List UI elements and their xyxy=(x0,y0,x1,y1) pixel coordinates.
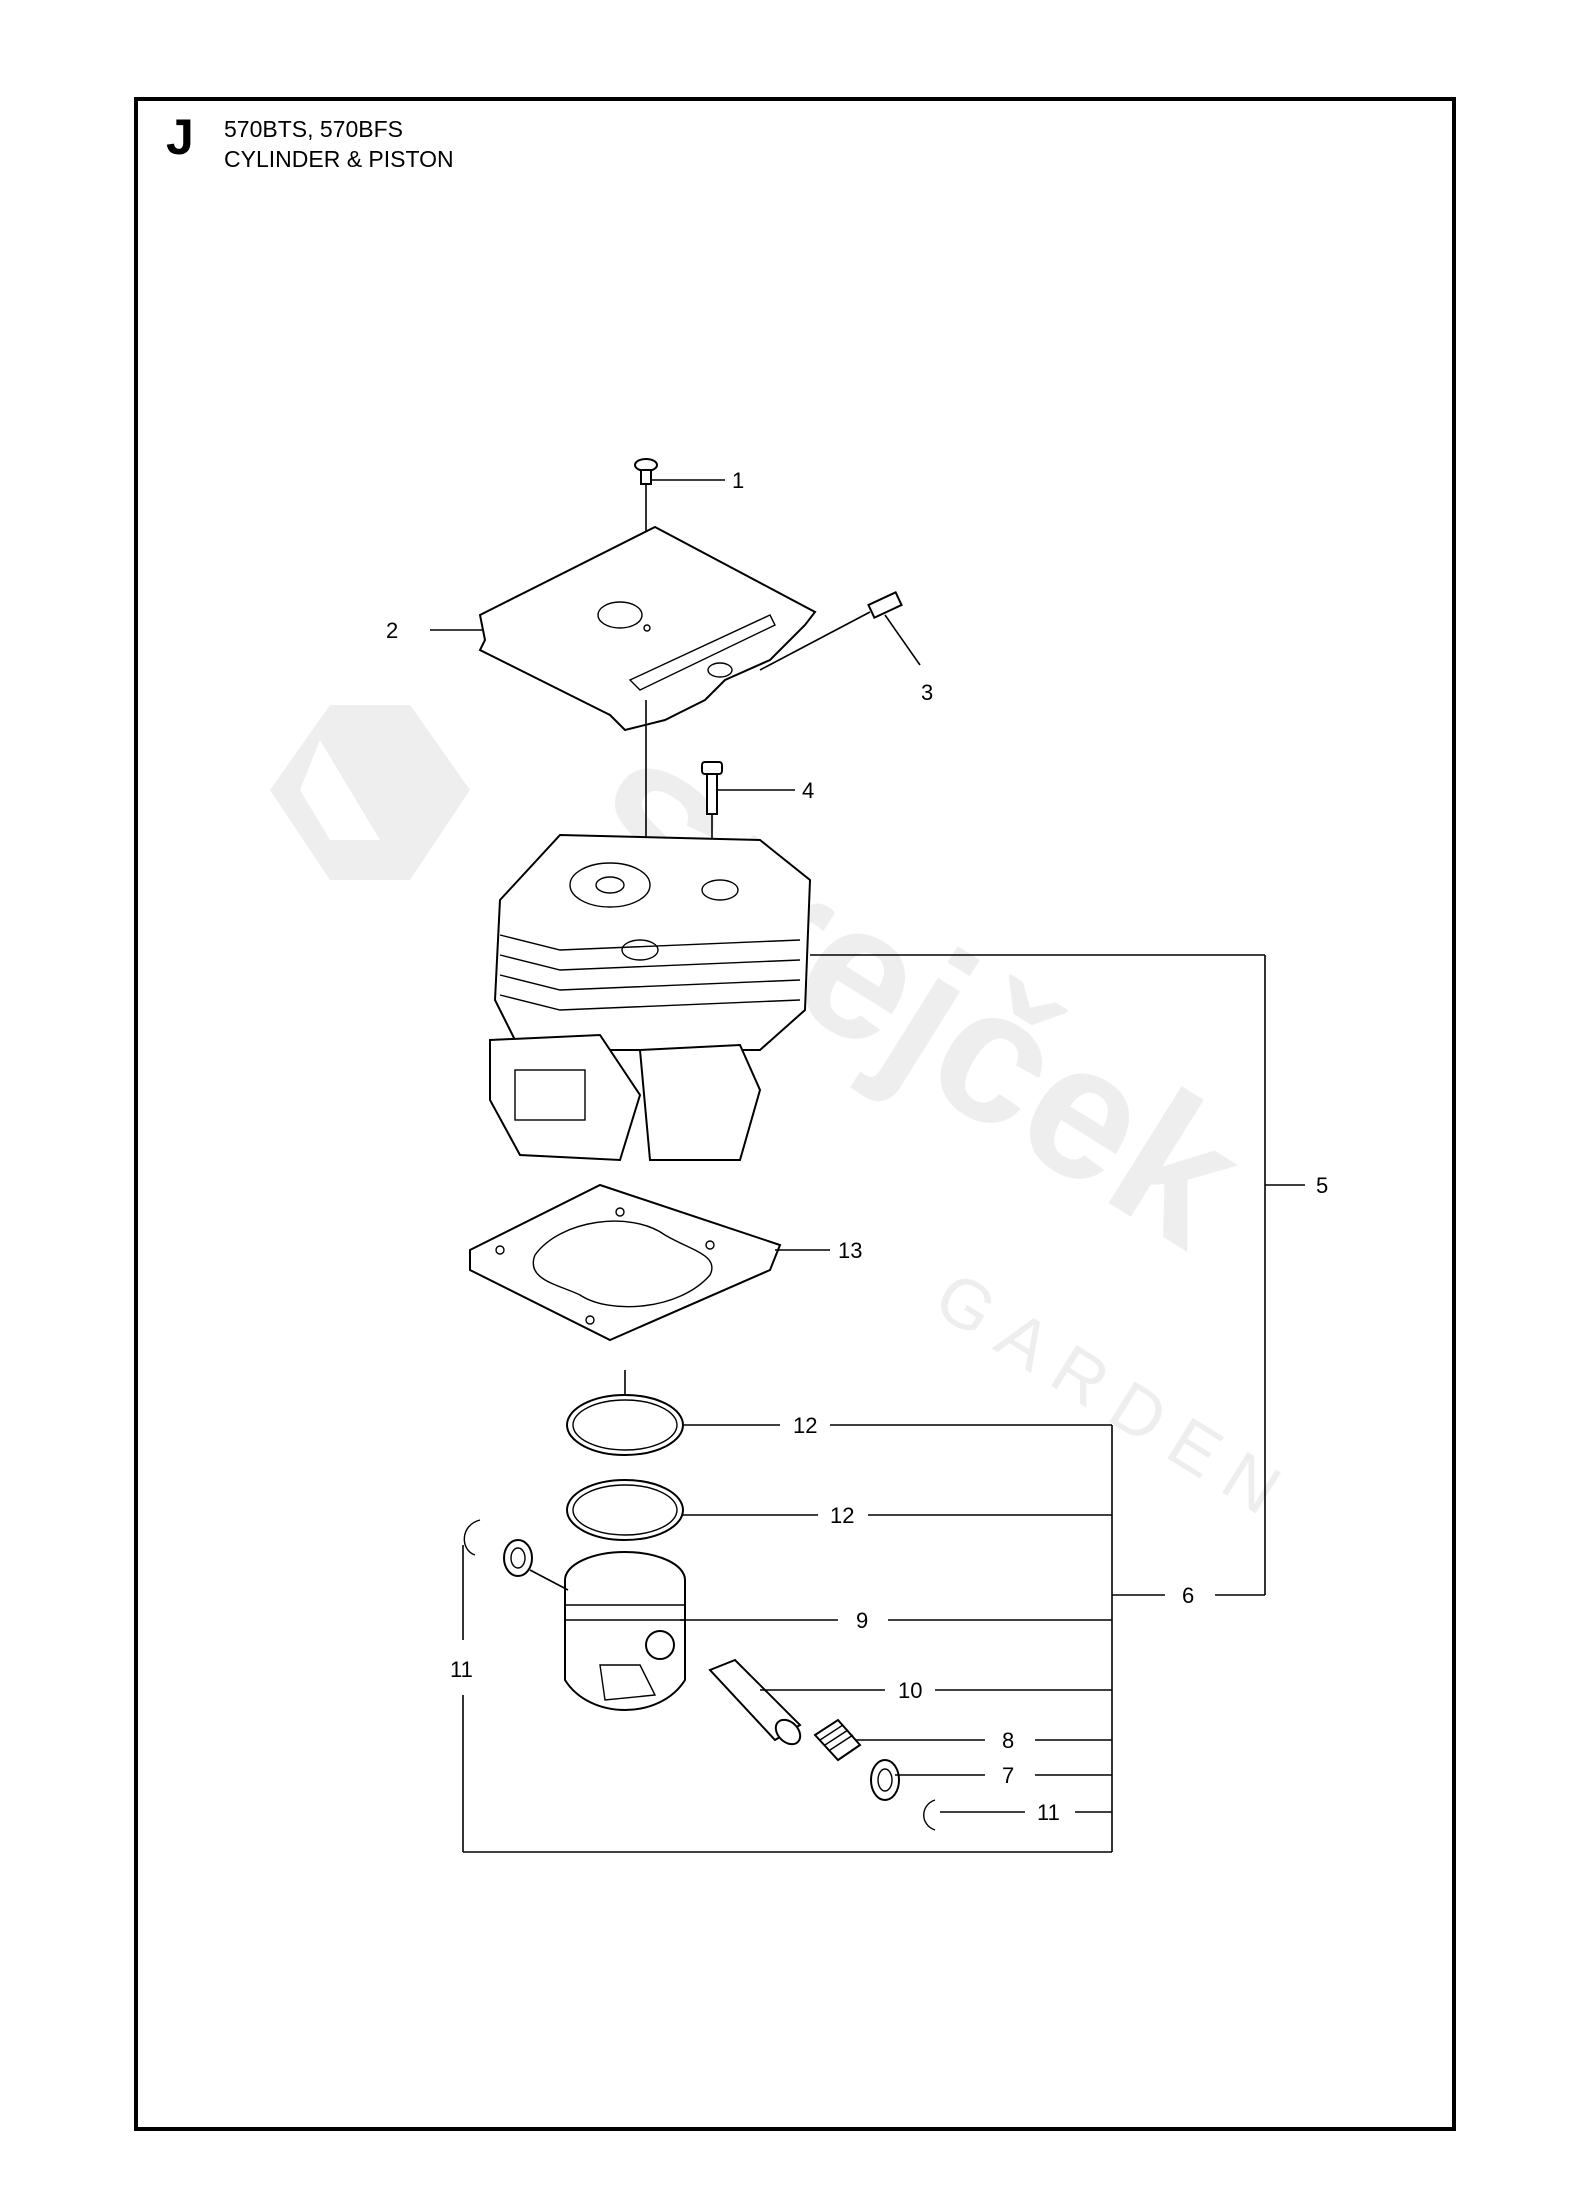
callout-11b: 11 xyxy=(1037,1800,1060,1825)
part-7-washer xyxy=(870,1759,1112,1801)
part-2-plate xyxy=(430,525,817,900)
callout-13: 13 xyxy=(838,1238,862,1263)
callout-11a: 11 xyxy=(450,1657,473,1682)
model-list: 570BTS, 570BFS xyxy=(224,116,403,142)
callout-4: 4 xyxy=(802,778,814,803)
section-letter: J xyxy=(166,109,194,165)
callout-12a: 12 xyxy=(793,1413,817,1438)
part-12-rings xyxy=(566,1370,1112,1541)
part-8-bearing xyxy=(813,1718,1112,1762)
watermark-sub: GARDEN xyxy=(922,1257,1309,1539)
page-title: CYLINDER & PISTON xyxy=(224,146,454,172)
callout-10: 10 xyxy=(898,1678,922,1703)
callout-5: 5 xyxy=(1316,1173,1328,1198)
callout-3: 3 xyxy=(921,680,933,705)
part-5-cylinder xyxy=(489,833,1265,1162)
watermark: Strejček GARDEN xyxy=(270,705,1309,1539)
callout-12b: 12 xyxy=(830,1503,854,1528)
watermark-logo-icon xyxy=(270,705,470,880)
part-10-pin xyxy=(708,1658,1112,1746)
callout-7: 7 xyxy=(1002,1763,1014,1788)
callout-6: 6 xyxy=(1182,1583,1194,1608)
callout-1: 1 xyxy=(732,468,744,493)
assembly-brackets xyxy=(1111,955,1305,1852)
part-9-piston xyxy=(564,1551,1112,1711)
callout-2: 2 xyxy=(386,618,398,643)
part-11-right-circlip xyxy=(923,1799,1112,1831)
part-3-clip xyxy=(759,590,921,671)
part-11-left-circlip xyxy=(462,1519,1112,1853)
page-frame xyxy=(134,97,1456,2131)
part-13-gasket xyxy=(469,1183,830,1342)
callout-9: 9 xyxy=(856,1608,868,1633)
page-header: 570BTS, 570BFS CYLINDER & PISTON xyxy=(224,114,454,174)
callout-8: 8 xyxy=(1002,1728,1014,1753)
